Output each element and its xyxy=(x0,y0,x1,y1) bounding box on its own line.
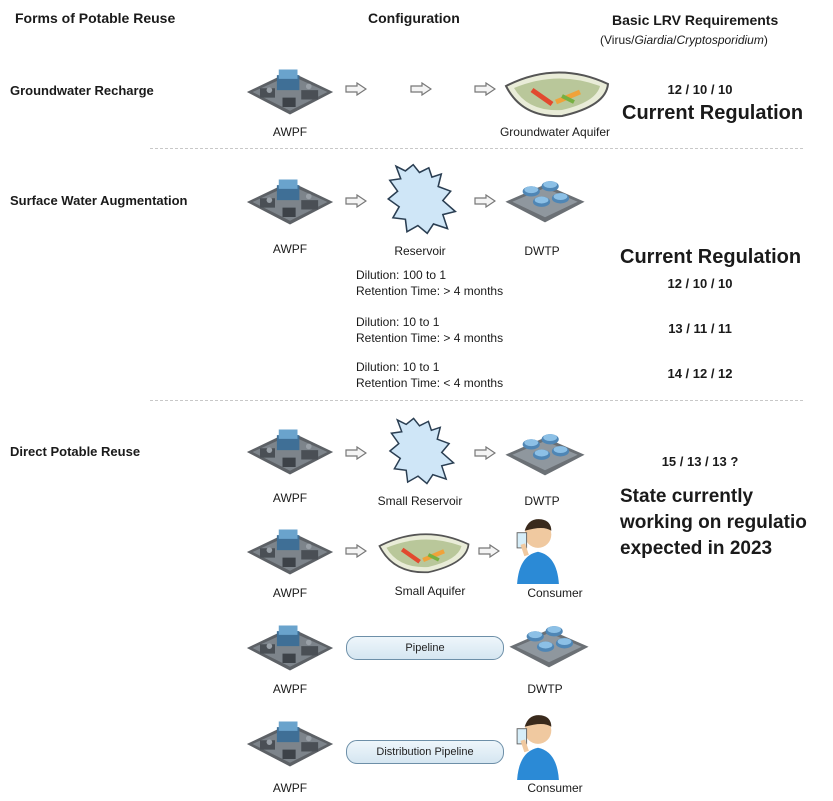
awpf-icon xyxy=(242,172,338,232)
reservoir-caption: Reservoir xyxy=(394,244,446,258)
aquifer-icon xyxy=(502,66,612,122)
awpf-caption: AWPF xyxy=(272,781,308,795)
configuration-header: Configuration xyxy=(368,10,460,26)
arrow-icon xyxy=(345,446,367,460)
dwtp-caption: DWTP xyxy=(524,244,560,258)
awpf-caption: AWPF xyxy=(272,242,308,256)
awpf-caption: AWPF xyxy=(272,125,308,139)
arrow-icon xyxy=(478,544,500,558)
reservoir-icon xyxy=(376,414,466,488)
groundwater-recharge-label: Groundwater Recharge xyxy=(10,83,154,98)
awpf-icon xyxy=(242,618,338,678)
surface-case-2-lrv: 13 / 11 / 11 xyxy=(668,321,732,336)
consumer-icon xyxy=(508,508,568,584)
arrow-icon xyxy=(474,82,496,96)
lrv-header: Basic LRV Requirements xyxy=(612,12,779,28)
groundwater-lrv: 12 / 10 / 10 xyxy=(667,82,733,97)
dwtp-icon xyxy=(502,424,588,482)
awpf-caption: AWPF xyxy=(272,682,308,696)
dwtp-icon xyxy=(506,616,592,674)
arrow-icon xyxy=(345,82,367,96)
arrow-icon xyxy=(345,544,367,558)
awpf-icon xyxy=(242,62,338,122)
awpf-icon xyxy=(242,522,338,582)
lrv-subheader: (Virus/Giardia/Cryptosporidium) xyxy=(600,33,768,47)
awpf-caption: AWPF xyxy=(272,491,308,505)
surface-regulation: Current Regulation xyxy=(620,246,802,268)
surface-water-augmentation-label: Surface Water Augmentation xyxy=(10,193,188,208)
direct-potable-reuse-label: Direct Potable Reuse xyxy=(10,444,141,459)
consumer-caption: Consumer xyxy=(527,781,583,795)
surface-case-1-lrv: 12 / 10 / 10 xyxy=(667,276,733,291)
small-aquifer-caption: Small Aquifer xyxy=(394,584,466,598)
consumer-icon xyxy=(508,704,568,780)
surface-case-3: Dilution: 10 to 1 Retention Time: < 4 mo… xyxy=(356,360,504,390)
awpf-icon xyxy=(242,714,338,774)
consumer-caption: Consumer xyxy=(527,586,583,600)
direct-regulation-note: State currently working on regulatio exp… xyxy=(620,486,807,559)
distribution-pipeline: Distribution Pipeline xyxy=(346,740,504,764)
arrow-icon xyxy=(345,194,367,208)
surface-case-3-lrv: 14 / 12 / 12 xyxy=(667,366,733,381)
awpf-icon xyxy=(242,422,338,482)
dwtp-caption: DWTP xyxy=(527,682,563,696)
direct-lrv: 15 / 13 / 13 ? xyxy=(661,454,739,469)
pipeline: Pipeline xyxy=(346,636,504,660)
section-divider xyxy=(150,400,803,401)
forms-header: Forms of Potable Reuse xyxy=(15,10,176,26)
surface-case-2: Dilution: 10 to 1 Retention Time: > 4 mo… xyxy=(356,315,504,345)
aquifer-icon xyxy=(376,528,472,578)
dwtp-caption: DWTP xyxy=(524,494,560,508)
section-divider xyxy=(150,148,803,149)
dwtp-icon xyxy=(502,170,588,230)
aquifer-caption: Groundwater Aquifer xyxy=(499,125,611,139)
small-reservoir-caption: Small Reservoir xyxy=(377,494,463,508)
arrow-icon xyxy=(410,82,432,96)
surface-case-1: Dilution: 100 to 1 Retention Time: > 4 m… xyxy=(356,268,504,298)
reservoir-icon xyxy=(376,160,466,238)
arrow-icon xyxy=(474,446,496,460)
groundwater-regulation: Current Regulation xyxy=(622,102,804,124)
arrow-icon xyxy=(474,194,496,208)
awpf-caption: AWPF xyxy=(272,586,308,600)
